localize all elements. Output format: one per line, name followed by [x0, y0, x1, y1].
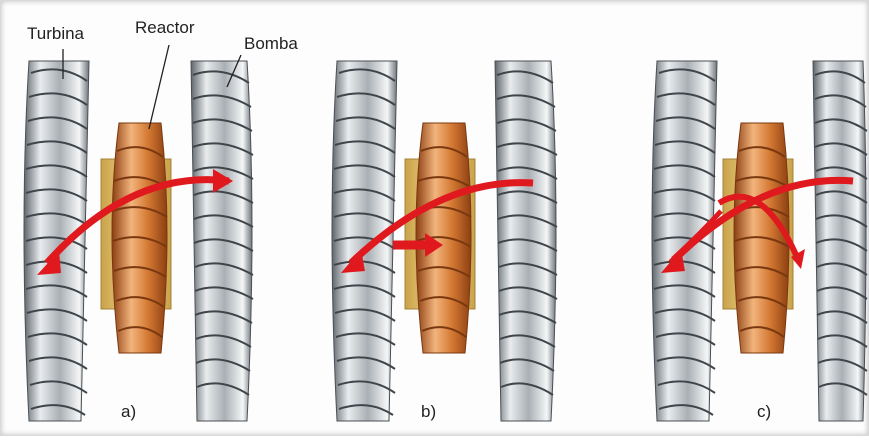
label-bomba: Bomba [244, 34, 298, 53]
reactor-leader [149, 45, 169, 129]
pump-c [813, 61, 867, 421]
pump-b [495, 61, 557, 421]
label-turbina: Turbina [27, 24, 85, 43]
reactor-c [723, 123, 793, 353]
label-reactor: Reactor [135, 18, 195, 37]
panel-b [332, 61, 557, 421]
turbine-c [652, 61, 717, 421]
caption-a: a) [121, 402, 136, 421]
turbine-a [24, 61, 89, 421]
turbine-b [332, 61, 397, 421]
pump-a [191, 61, 253, 421]
panel-c [652, 61, 867, 421]
caption-b: b) [421, 402, 436, 421]
reactor-b [405, 123, 475, 353]
panel-a [24, 61, 253, 421]
reactor-a [101, 123, 171, 353]
caption-c: c) [757, 402, 771, 421]
